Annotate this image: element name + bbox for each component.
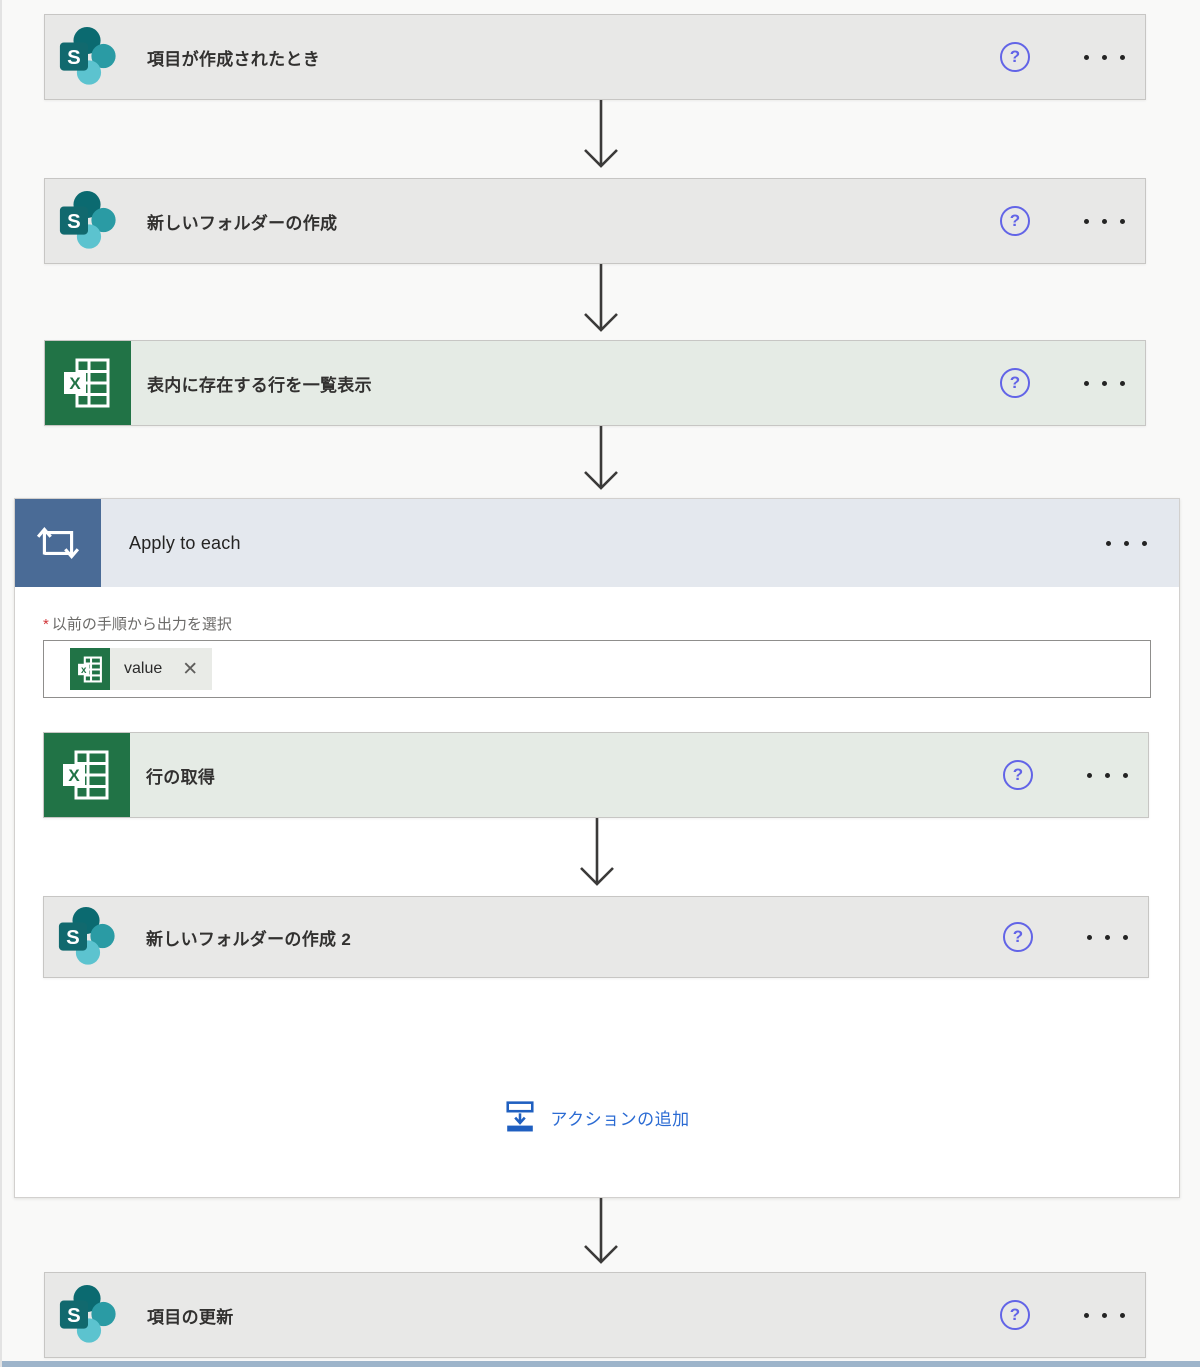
svg-text:x: x (81, 665, 87, 676)
window-bottom-edge (2, 1361, 1200, 1367)
value-token-chip[interactable]: x value ✕ (70, 648, 213, 690)
question-glyph: ? (1009, 1305, 1021, 1324)
help-icon[interactable]: ? (1000, 42, 1030, 72)
add-action-row: アクションの追加 (43, 1096, 1151, 1197)
ellipsis-menu-icon[interactable] (1085, 929, 1130, 946)
question-glyph: ? (1009, 47, 1021, 66)
card-title: 項目が作成されたとき (147, 49, 320, 69)
close-icon[interactable]: ✕ (172, 656, 208, 683)
required-asterisk: * (43, 616, 49, 633)
help-icon[interactable]: ? (1003, 922, 1033, 952)
apply-to-each-scope: Apply to each *以前の手順から出力を選択 (14, 498, 1180, 1198)
question-glyph: ? (1009, 373, 1021, 392)
apply-to-each-header[interactable]: Apply to each (15, 499, 1179, 587)
action-card-get-row[interactable]: X 行の取得 ? (43, 732, 1149, 818)
help-icon[interactable]: ? (1000, 368, 1030, 398)
help-icon[interactable]: ? (1003, 760, 1033, 790)
scope-body: *以前の手順から出力を選択 x (15, 613, 1179, 1197)
card-title: 表内に存在する行を一覧表示 (147, 375, 372, 395)
card-title: 項目の更新 (147, 1307, 234, 1327)
add-action-button[interactable]: アクションの追加 (496, 1096, 697, 1139)
connector-arrow (2, 264, 1200, 340)
action-card-list-rows[interactable]: X 表内に存在する行を一覧表示 ? (44, 340, 1146, 426)
scope-title: Apply to each (129, 532, 241, 553)
card-title: 新しいフォルダーの作成 2 (146, 929, 352, 949)
action-card-update-item[interactable]: S 項目の更新 ? (44, 1272, 1146, 1358)
svg-text:S: S (67, 47, 81, 69)
question-glyph: ? (1009, 211, 1021, 230)
card-title: 新しいフォルダーの作成 (147, 213, 338, 233)
excel-icon: x (70, 648, 110, 690)
excel-icon: X (45, 341, 131, 425)
question-glyph: ? (1012, 927, 1024, 946)
help-icon[interactable]: ? (1000, 1300, 1030, 1330)
add-action-label: アクションの追加 (550, 1110, 690, 1129)
token-label: value (124, 660, 163, 677)
svg-text:S: S (67, 1305, 81, 1327)
connector-arrow (2, 1198, 1200, 1272)
token-input-field[interactable]: x value ✕ (43, 640, 1151, 698)
action-card-trigger[interactable]: S 項目が作成されたとき ? (44, 14, 1146, 100)
ellipsis-menu-icon[interactable] (1082, 1307, 1127, 1324)
help-icon[interactable]: ? (1000, 206, 1030, 236)
ellipsis-menu-icon[interactable] (1082, 213, 1127, 230)
ellipsis-menu-icon[interactable] (1082, 375, 1127, 392)
loop-icon (15, 499, 101, 587)
svg-text:X: X (68, 766, 80, 785)
svg-text:X: X (69, 374, 81, 393)
excel-icon: X (44, 733, 130, 817)
sharepoint-icon: S (45, 1284, 131, 1346)
action-card-create-folder[interactable]: S 新しいフォルダーの作成 ? (44, 178, 1146, 264)
action-card-create-folder-2[interactable]: S 新しいフォルダーの作成 2 ? (43, 896, 1149, 978)
ellipsis-menu-icon[interactable] (1082, 49, 1127, 66)
sharepoint-icon: S (45, 26, 131, 88)
card-title: 行の取得 (146, 767, 216, 787)
sharepoint-icon: S (45, 190, 131, 252)
insert-action-icon (504, 1100, 536, 1135)
ellipsis-menu-icon[interactable] (1104, 535, 1149, 552)
connector-arrow (2, 426, 1200, 498)
field-label-text: 以前の手順から出力を選択 (51, 616, 232, 633)
svg-text:S: S (67, 211, 81, 233)
question-glyph: ? (1012, 765, 1024, 784)
sharepoint-icon: S (44, 906, 130, 968)
connector-arrow (43, 818, 1151, 896)
svg-text:S: S (66, 927, 80, 949)
connector-arrow (2, 100, 1200, 178)
field-label: *以前の手順から出力を選択 (43, 613, 1151, 634)
ellipsis-menu-icon[interactable] (1085, 767, 1130, 784)
